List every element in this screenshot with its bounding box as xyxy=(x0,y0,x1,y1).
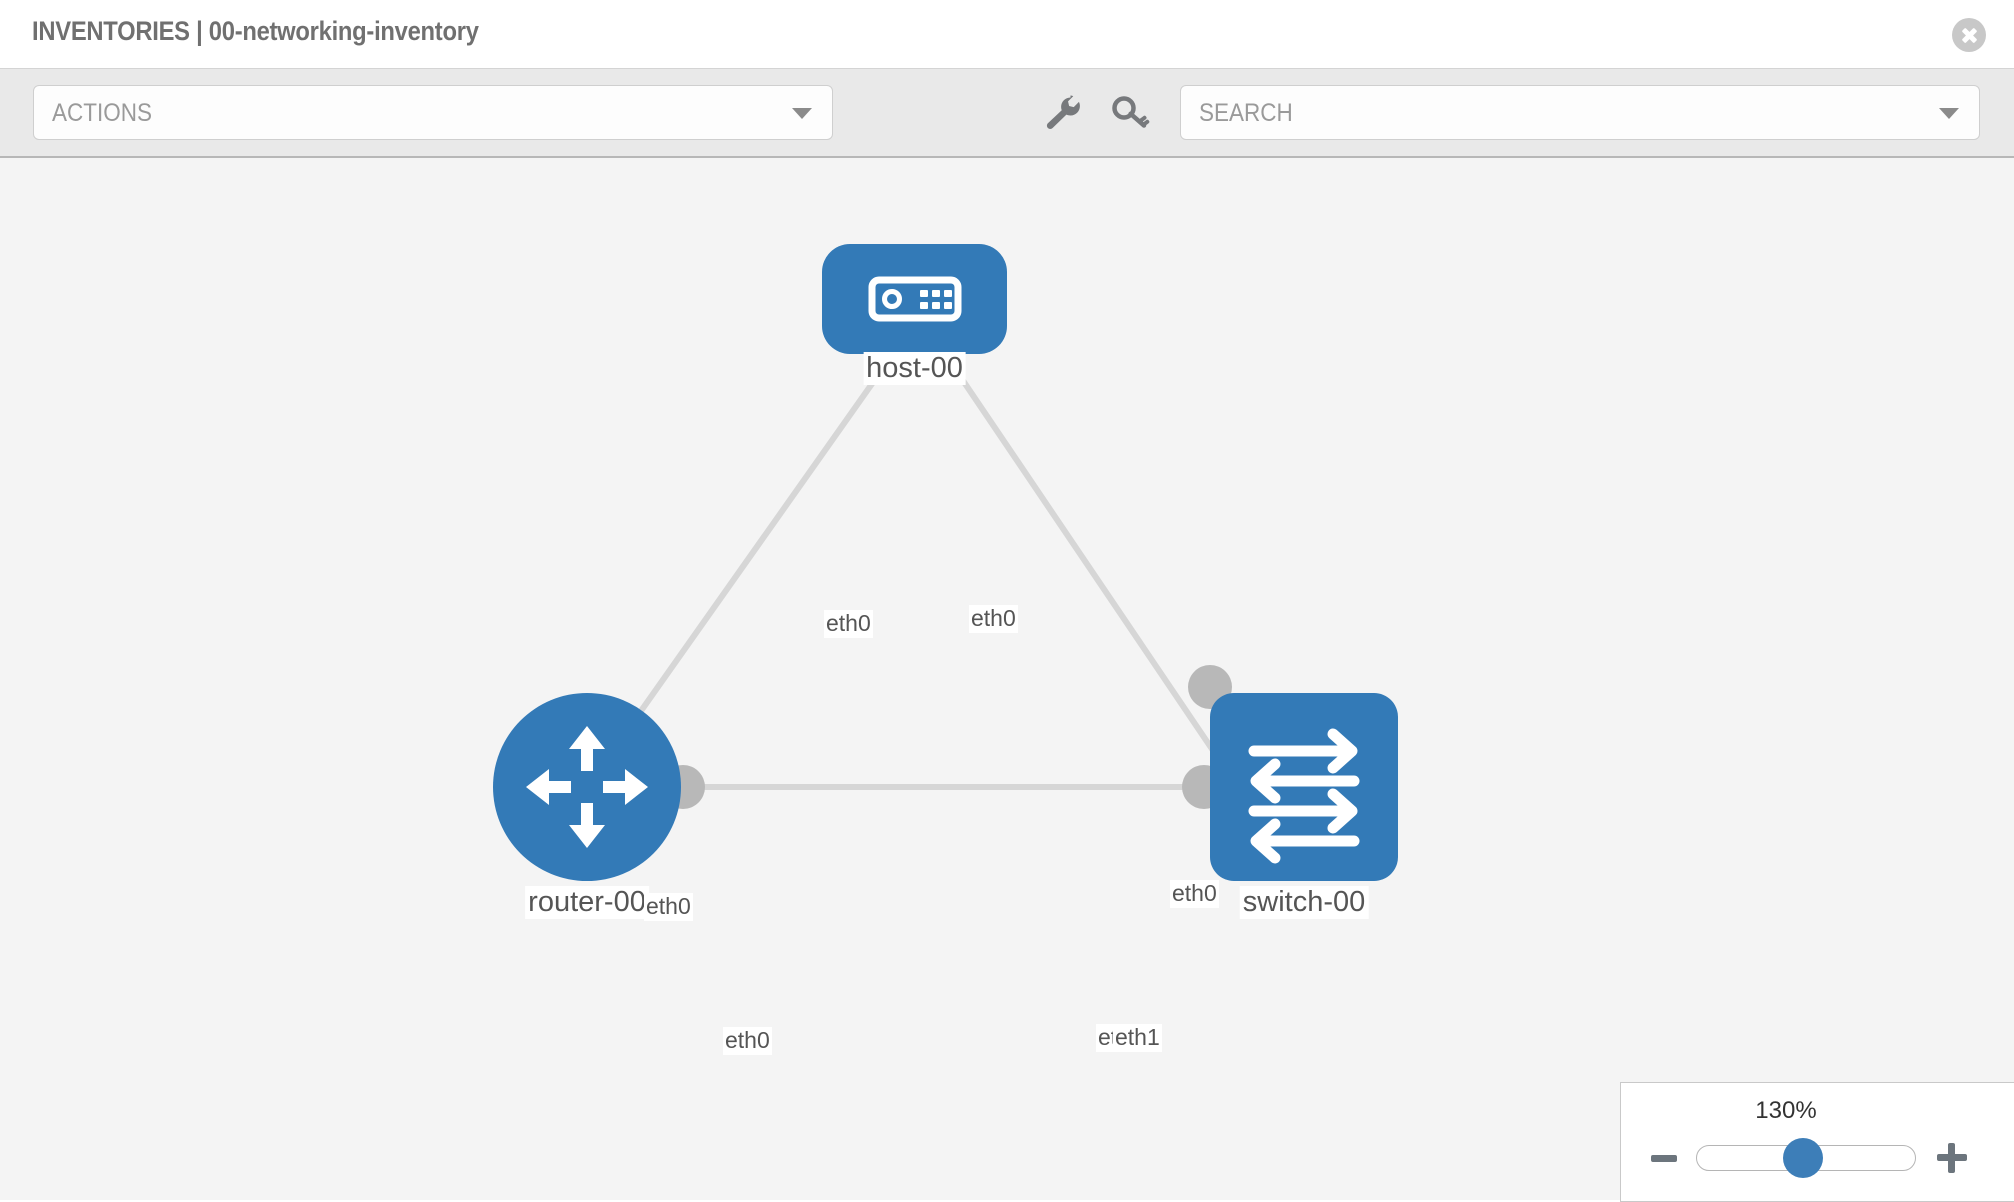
edge-label-host-right: eth0 xyxy=(969,605,1018,633)
actions-dropdown-label: ACTIONS xyxy=(52,99,153,127)
page-title: INVENTORIES | 00-networking-inventory xyxy=(32,16,479,46)
node-label-host-00: host-00 xyxy=(863,352,966,386)
close-icon[interactable] xyxy=(1952,18,1986,52)
actions-dropdown[interactable]: ACTIONS xyxy=(33,85,833,140)
page-header: INVENTORIES | 00-networking-inventory xyxy=(0,0,2014,68)
edge-label-host-left: eth0 xyxy=(824,610,873,638)
node-shape-host xyxy=(822,244,1007,354)
node-label-router-00: router-00 xyxy=(525,886,649,920)
edge-label-switch-eth1: eth1 xyxy=(1113,1024,1162,1052)
zoom-out-button[interactable] xyxy=(1651,1155,1677,1162)
zoom-in-button[interactable] xyxy=(1937,1143,1967,1173)
topology-canvas[interactable]: host-00 router-00 xyxy=(0,158,2014,1200)
toolbar: ACTIONS SEARCH xyxy=(0,68,2014,158)
search-placeholder: SEARCH xyxy=(1199,99,1293,127)
zoom-level-value: 130% xyxy=(1755,1097,1817,1124)
node-host-00[interactable]: host-00 xyxy=(822,244,1007,386)
node-label-switch-00: switch-00 xyxy=(1239,886,1369,920)
node-router-00[interactable]: router-00 xyxy=(493,693,705,920)
edge-label-router-up: eth0 xyxy=(644,893,693,921)
edge-label-router-eth0: eth0 xyxy=(723,1027,772,1055)
chevron-down-icon xyxy=(792,107,812,119)
node-shape-router xyxy=(493,693,681,881)
wrench-icon[interactable] xyxy=(1040,91,1084,135)
topology-links xyxy=(585,351,1240,790)
node-switch-00[interactable]: switch-00 xyxy=(1182,665,1398,920)
node-shape-switch xyxy=(1210,693,1398,881)
zoom-slider-thumb[interactable] xyxy=(1783,1138,1823,1178)
switch-arrows-icon xyxy=(1210,693,1398,881)
link-host-switch xyxy=(942,351,1240,789)
key-icon[interactable] xyxy=(1108,91,1152,135)
server-icon xyxy=(822,244,1007,354)
router-arrows-icon xyxy=(493,693,681,881)
zoom-control-panel: 130% xyxy=(1620,1082,2014,1202)
edge-label-switch-up: eth0 xyxy=(1170,880,1219,908)
search-input[interactable]: SEARCH xyxy=(1180,85,1980,140)
chevron-down-icon[interactable] xyxy=(1939,107,1959,119)
